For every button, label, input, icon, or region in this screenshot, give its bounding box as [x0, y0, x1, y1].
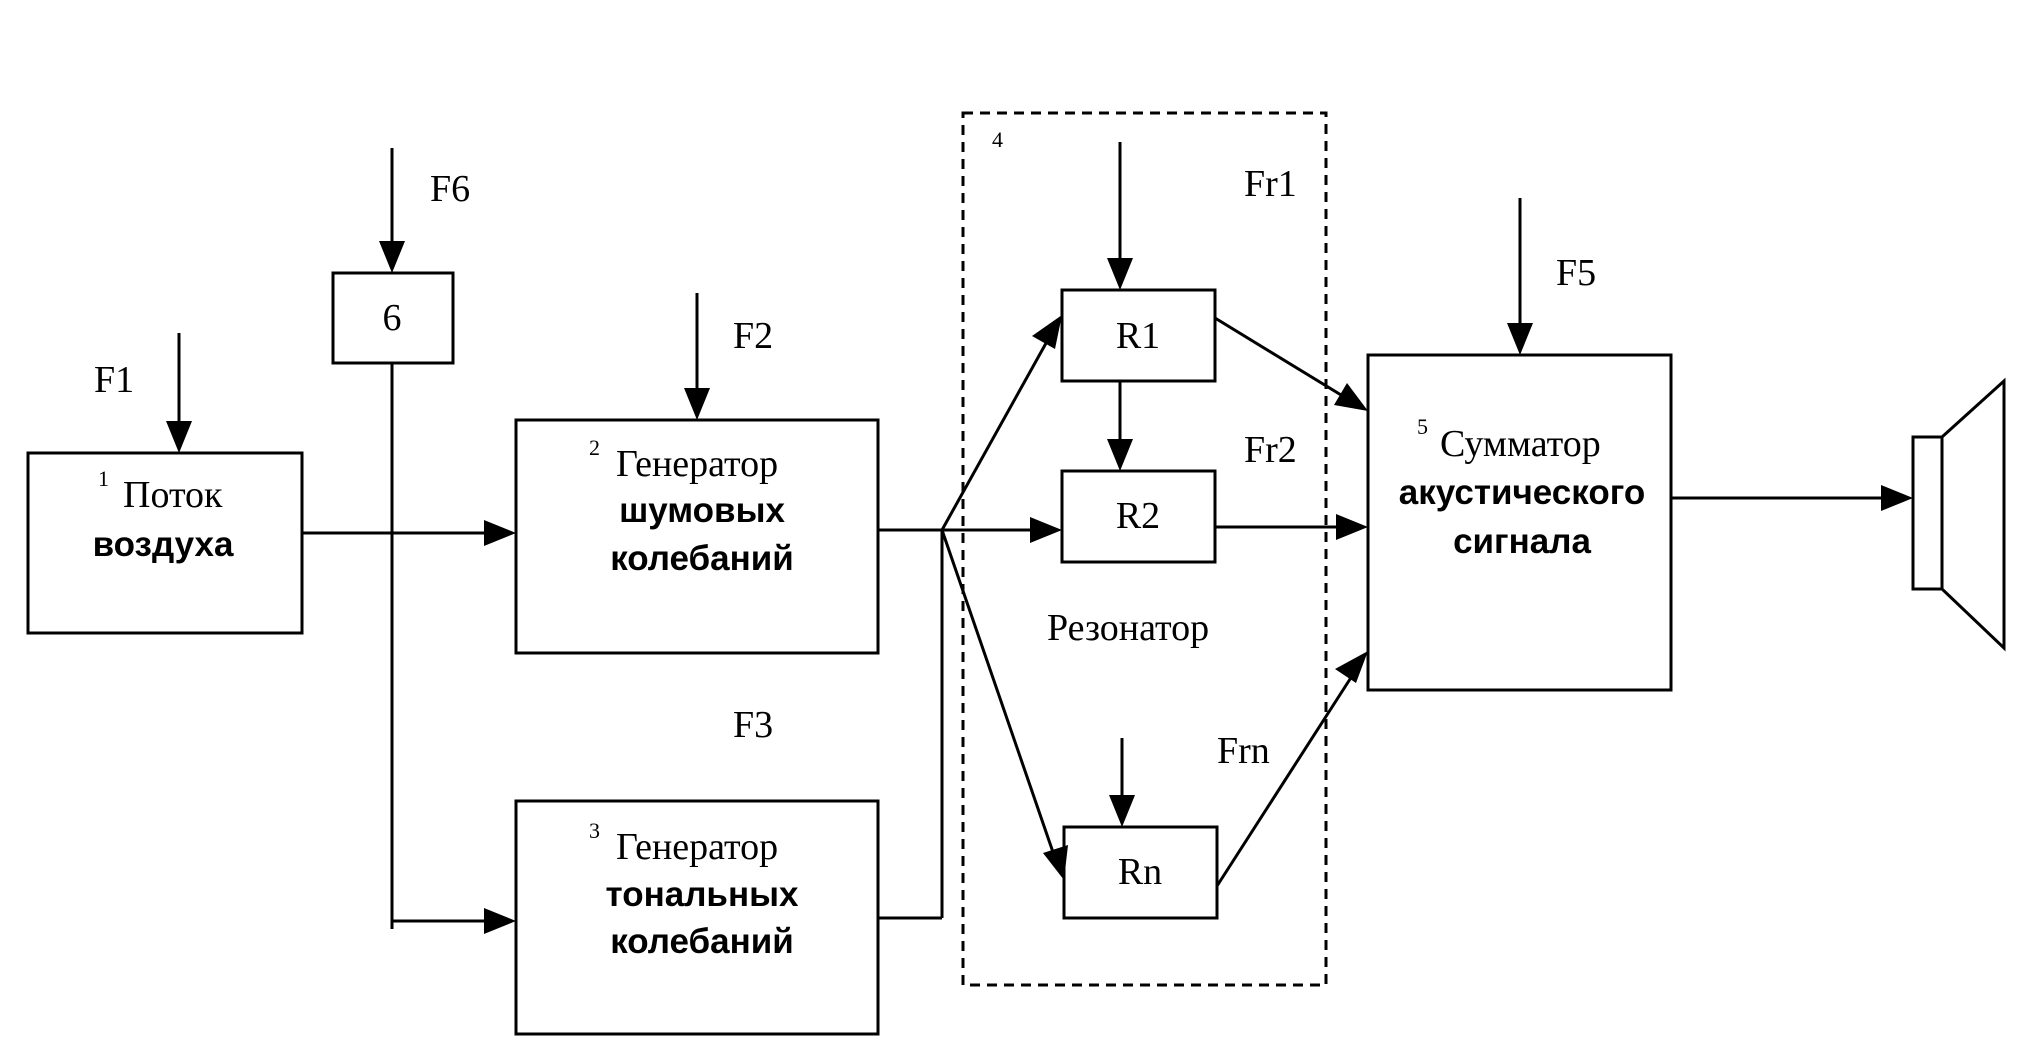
tone-generator-block: [514, 799, 880, 1036]
tone-generator-label-line1: Генератор: [616, 826, 778, 868]
input-label-frn: Frn: [1217, 730, 1270, 772]
noise-generator-block: [514, 418, 880, 655]
noise-generator-number: 2: [589, 435, 600, 460]
air-flow-block: [26, 451, 304, 635]
input-label-f3: F3: [733, 704, 773, 746]
resonator-r2-block: [1060, 469, 1217, 564]
loudspeaker-icon: [1911, 377, 2006, 652]
resonator-r1-label: R1: [1116, 315, 1160, 357]
noise-generator-label-line1: Генератор: [616, 443, 778, 485]
resonator-group-frame: [961, 111, 1328, 987]
input-label-f5: F5: [1556, 252, 1596, 294]
input-label-fr1: Fr1: [1244, 163, 1297, 205]
resonator-number: 4: [992, 127, 1003, 152]
adder-label-line3: сигнала: [1453, 522, 1591, 561]
tone-generator-label-line3: колебаний: [610, 922, 794, 961]
adder-number: 5: [1417, 414, 1428, 439]
air-flow-label-line1: Поток: [123, 474, 223, 516]
input-label-f1: F1: [94, 359, 134, 401]
air-flow-label-line2: воздуха: [93, 525, 234, 564]
resonator-r2-label: R2: [1116, 495, 1160, 537]
input-label-f6: F6: [430, 168, 470, 210]
air-flow-number: 1: [98, 466, 109, 491]
adder-label-line1: Сумматор: [1440, 423, 1601, 465]
noise-generator-label-line3: колебаний: [610, 539, 794, 578]
resonator-rn-block: [1062, 825, 1219, 920]
block-6-label: 6: [383, 297, 402, 339]
tone-generator-number: 3: [589, 818, 600, 843]
tone-generator-label-line2: тональных: [606, 875, 799, 914]
connection-lines: [177, 142, 1888, 929]
input-label-fr2: Fr2: [1244, 429, 1297, 471]
input-label-f2: F2: [733, 315, 773, 357]
adder-block: [1366, 353, 1673, 692]
resonator-rn-label: Rn: [1118, 851, 1162, 893]
arrowheads: [166, 241, 1913, 934]
block-6: [331, 271, 455, 365]
resonator-r1-block: [1060, 288, 1217, 383]
resonator-label: Резонатор: [1047, 607, 1209, 649]
noise-generator-label-line2: шумовых: [619, 491, 785, 530]
adder-label-line2: акустического: [1399, 473, 1645, 512]
